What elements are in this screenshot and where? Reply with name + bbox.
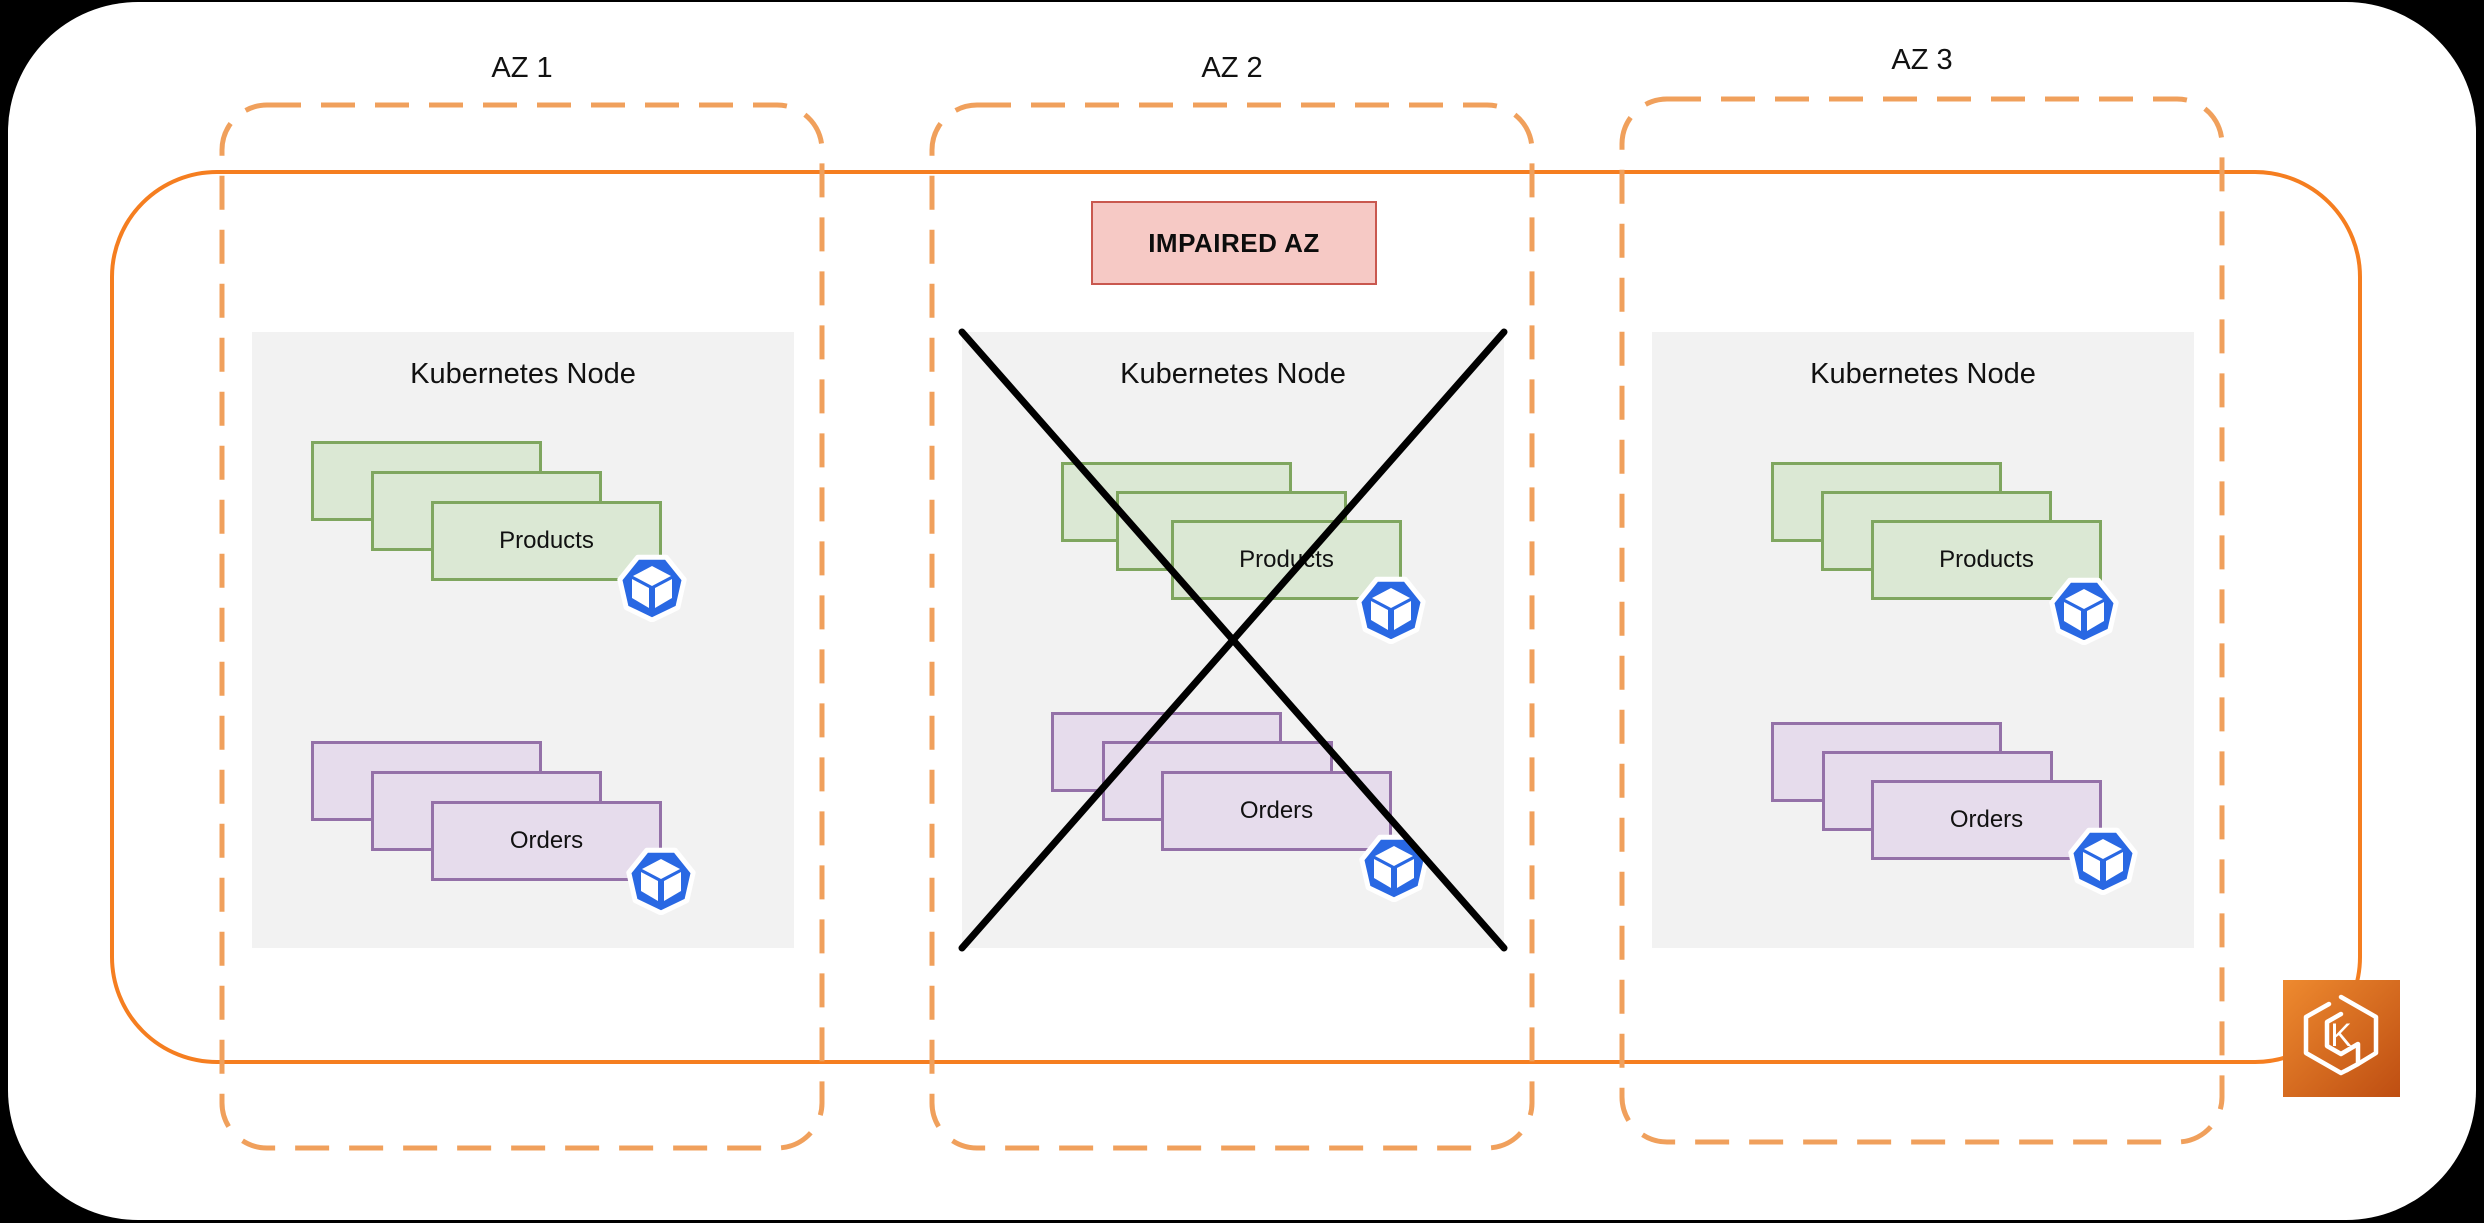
eks-letter: K [2330,1017,2351,1053]
amazon-eks-icon: K [2283,980,2400,1097]
diagram-canvas [8,2,2476,1220]
